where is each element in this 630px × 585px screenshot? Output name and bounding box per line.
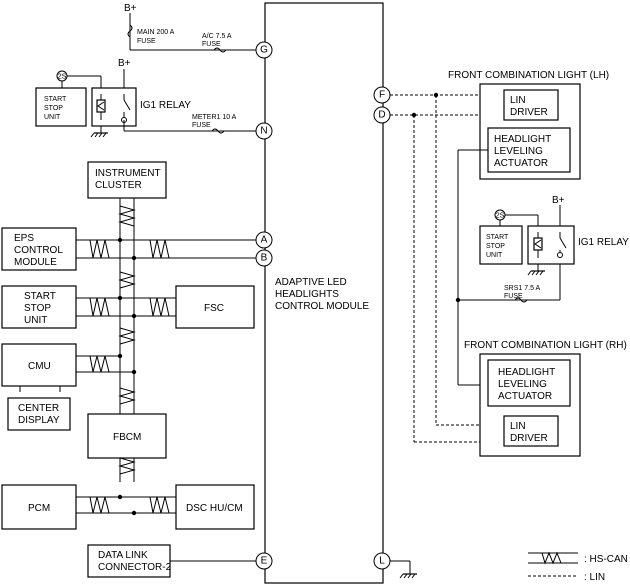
svg-text:D: D <box>378 110 385 121</box>
svg-text:2S: 2S <box>58 74 67 81</box>
svg-text:2S: 2S <box>496 213 505 220</box>
ss-unit-right-3: UNIT <box>486 252 503 259</box>
pin-f: F <box>373 86 391 104</box>
ssu-label-2: STOP <box>24 303 51 314</box>
fsc-module: FSC <box>175 285 255 329</box>
hs-can-bus <box>117 198 137 516</box>
meter-fuse-label: METER1 10 A <box>192 114 237 121</box>
dsc-hu-cm-module: DSC HU/CM <box>175 484 255 530</box>
front-lh-act-3: ACTUATOR <box>494 158 548 169</box>
pin-g: G <box>255 41 273 59</box>
ig1-relay-left: B+ METER1 10 A FUSE IG1 RELAY START STOP… <box>35 58 256 138</box>
main-fuse-label-2: FUSE <box>137 38 156 45</box>
legend-lin: : LIN <box>584 572 605 583</box>
front-combination-light-lh: FRONT COMBINATION LIGHT (LH) LIN DRIVER … <box>448 70 609 180</box>
pin-a: A <box>255 231 273 249</box>
center-display: CENTER DISPLAY <box>7 397 71 431</box>
ss-unit-left-3: UNIT <box>44 114 61 121</box>
bplus-label-3: B+ <box>552 195 565 206</box>
fbcm-module: FBCM <box>87 413 167 459</box>
pin-l: L <box>373 552 391 570</box>
dlc-label-2: CONNECTOR-2 <box>98 562 172 573</box>
eps-label-2: CONTROL <box>14 245 63 256</box>
ss-unit-right-1: START <box>486 234 509 241</box>
cmu-label: CMU <box>28 361 51 372</box>
module-label-line-3: CONTROL MODULE <box>275 301 369 312</box>
cmu-module: CMU <box>1 343 134 392</box>
instrument-cluster: INSTRUMENT CLUSTER <box>87 161 167 199</box>
pin-d: D <box>373 106 391 124</box>
ss-unit-right-2: STOP <box>486 243 505 250</box>
front-combination-light-rh: FRONT COMBINATION LIGHT (RH) HEADLIGHT L… <box>464 340 627 457</box>
bplus-label: B+ <box>124 3 137 14</box>
ss-unit-left-1: START <box>44 96 67 103</box>
eps-label-1: EPS <box>14 233 34 244</box>
legend-hs-can: : HS-CAN <box>584 554 628 565</box>
dlc-label-1: DATA LINK <box>98 550 148 561</box>
ig1-relay-label-left: IG1 RELAY <box>140 100 191 111</box>
svg-text:L: L <box>379 556 385 567</box>
adaptive-led-headlights-control-module: ADAPTIVE LED HEADLIGHTS CONTROL MODULE <box>264 2 384 584</box>
front-rh-lin-2: DRIVER <box>510 433 548 444</box>
meter-fuse-label-2: FUSE <box>192 122 211 129</box>
main-fuse-label: MAIN 200 A <box>137 29 175 36</box>
front-lh-title: FRONT COMBINATION LIGHT (LH) <box>448 70 609 81</box>
ac-fuse-label: A/C 7.5 A <box>202 33 232 40</box>
svg-text:F: F <box>379 90 385 101</box>
ssu-label-3: UNIT <box>24 315 47 326</box>
front-rh-act-2: LEVELING <box>498 379 547 390</box>
svg-text:N: N <box>260 126 267 137</box>
pcm-module: PCM <box>1 484 176 530</box>
ac-fuse-label-2: FUSE <box>202 41 221 48</box>
dsc-label: DSC HU/CM <box>186 503 243 514</box>
front-lh-lin-1: LIN <box>510 95 526 106</box>
srs-fuse-label-2: FUSE <box>504 293 523 300</box>
srs-fuse-label: SRS1 7.5 A <box>504 285 541 292</box>
pin-e: E <box>255 552 273 570</box>
fbcm-label: FBCM <box>113 432 141 443</box>
svg-text:B: B <box>261 253 268 264</box>
bplus-label-2: B+ <box>118 58 131 69</box>
ig1-relay-label-right: IG1 RELAY <box>578 237 629 248</box>
eps-control-module: EPS CONTROL MODULE <box>1 227 256 271</box>
module-label-line-1: ADAPTIVE LED <box>275 277 347 288</box>
instrument-cluster-label-2: CLUSTER <box>95 180 142 191</box>
power-supply-g: B+ MAIN 200 A FUSE A/C 7.5 A FUSE <box>124 3 256 53</box>
eps-label-3: MODULE <box>14 257 57 268</box>
front-rh-lin-1: LIN <box>510 421 526 432</box>
svg-text:G: G <box>260 45 268 56</box>
center-display-label-2: DISPLAY <box>18 415 60 426</box>
svg-text:A: A <box>261 235 268 246</box>
fsc-label: FSC <box>204 303 224 314</box>
front-rh-act-1: HEADLIGHT <box>498 367 555 378</box>
front-lh-act-2: LEVELING <box>494 146 543 157</box>
ig1-relay-right: B+ IG1 RELAY START STOP UNIT 2S <box>479 195 629 276</box>
front-lh-act-1: HEADLIGHT <box>494 134 551 145</box>
instrument-cluster-label-1: INSTRUMENT <box>95 168 161 179</box>
ss-unit-left-2: STOP <box>44 105 63 112</box>
center-display-label-1: CENTER <box>18 403 59 414</box>
legend: : HS-CAN : LIN <box>528 551 628 583</box>
module-label-line-2: HEADLIGHTS <box>275 289 339 300</box>
ssu-label-1: START <box>24 291 56 302</box>
data-link-connector-2: DATA LINK CONNECTOR-2 <box>87 544 256 578</box>
front-rh-act-3: ACTUATOR <box>498 391 552 402</box>
start-stop-unit-left: START STOP UNIT <box>1 285 176 329</box>
front-rh-title: FRONT COMBINATION LIGHT (RH) <box>464 340 627 351</box>
pcm-label: PCM <box>28 503 50 514</box>
pin-n: N <box>255 122 273 140</box>
svg-text:E: E <box>261 556 268 567</box>
pin-b: B <box>255 249 273 267</box>
front-lh-lin-2: DRIVER <box>510 107 548 118</box>
